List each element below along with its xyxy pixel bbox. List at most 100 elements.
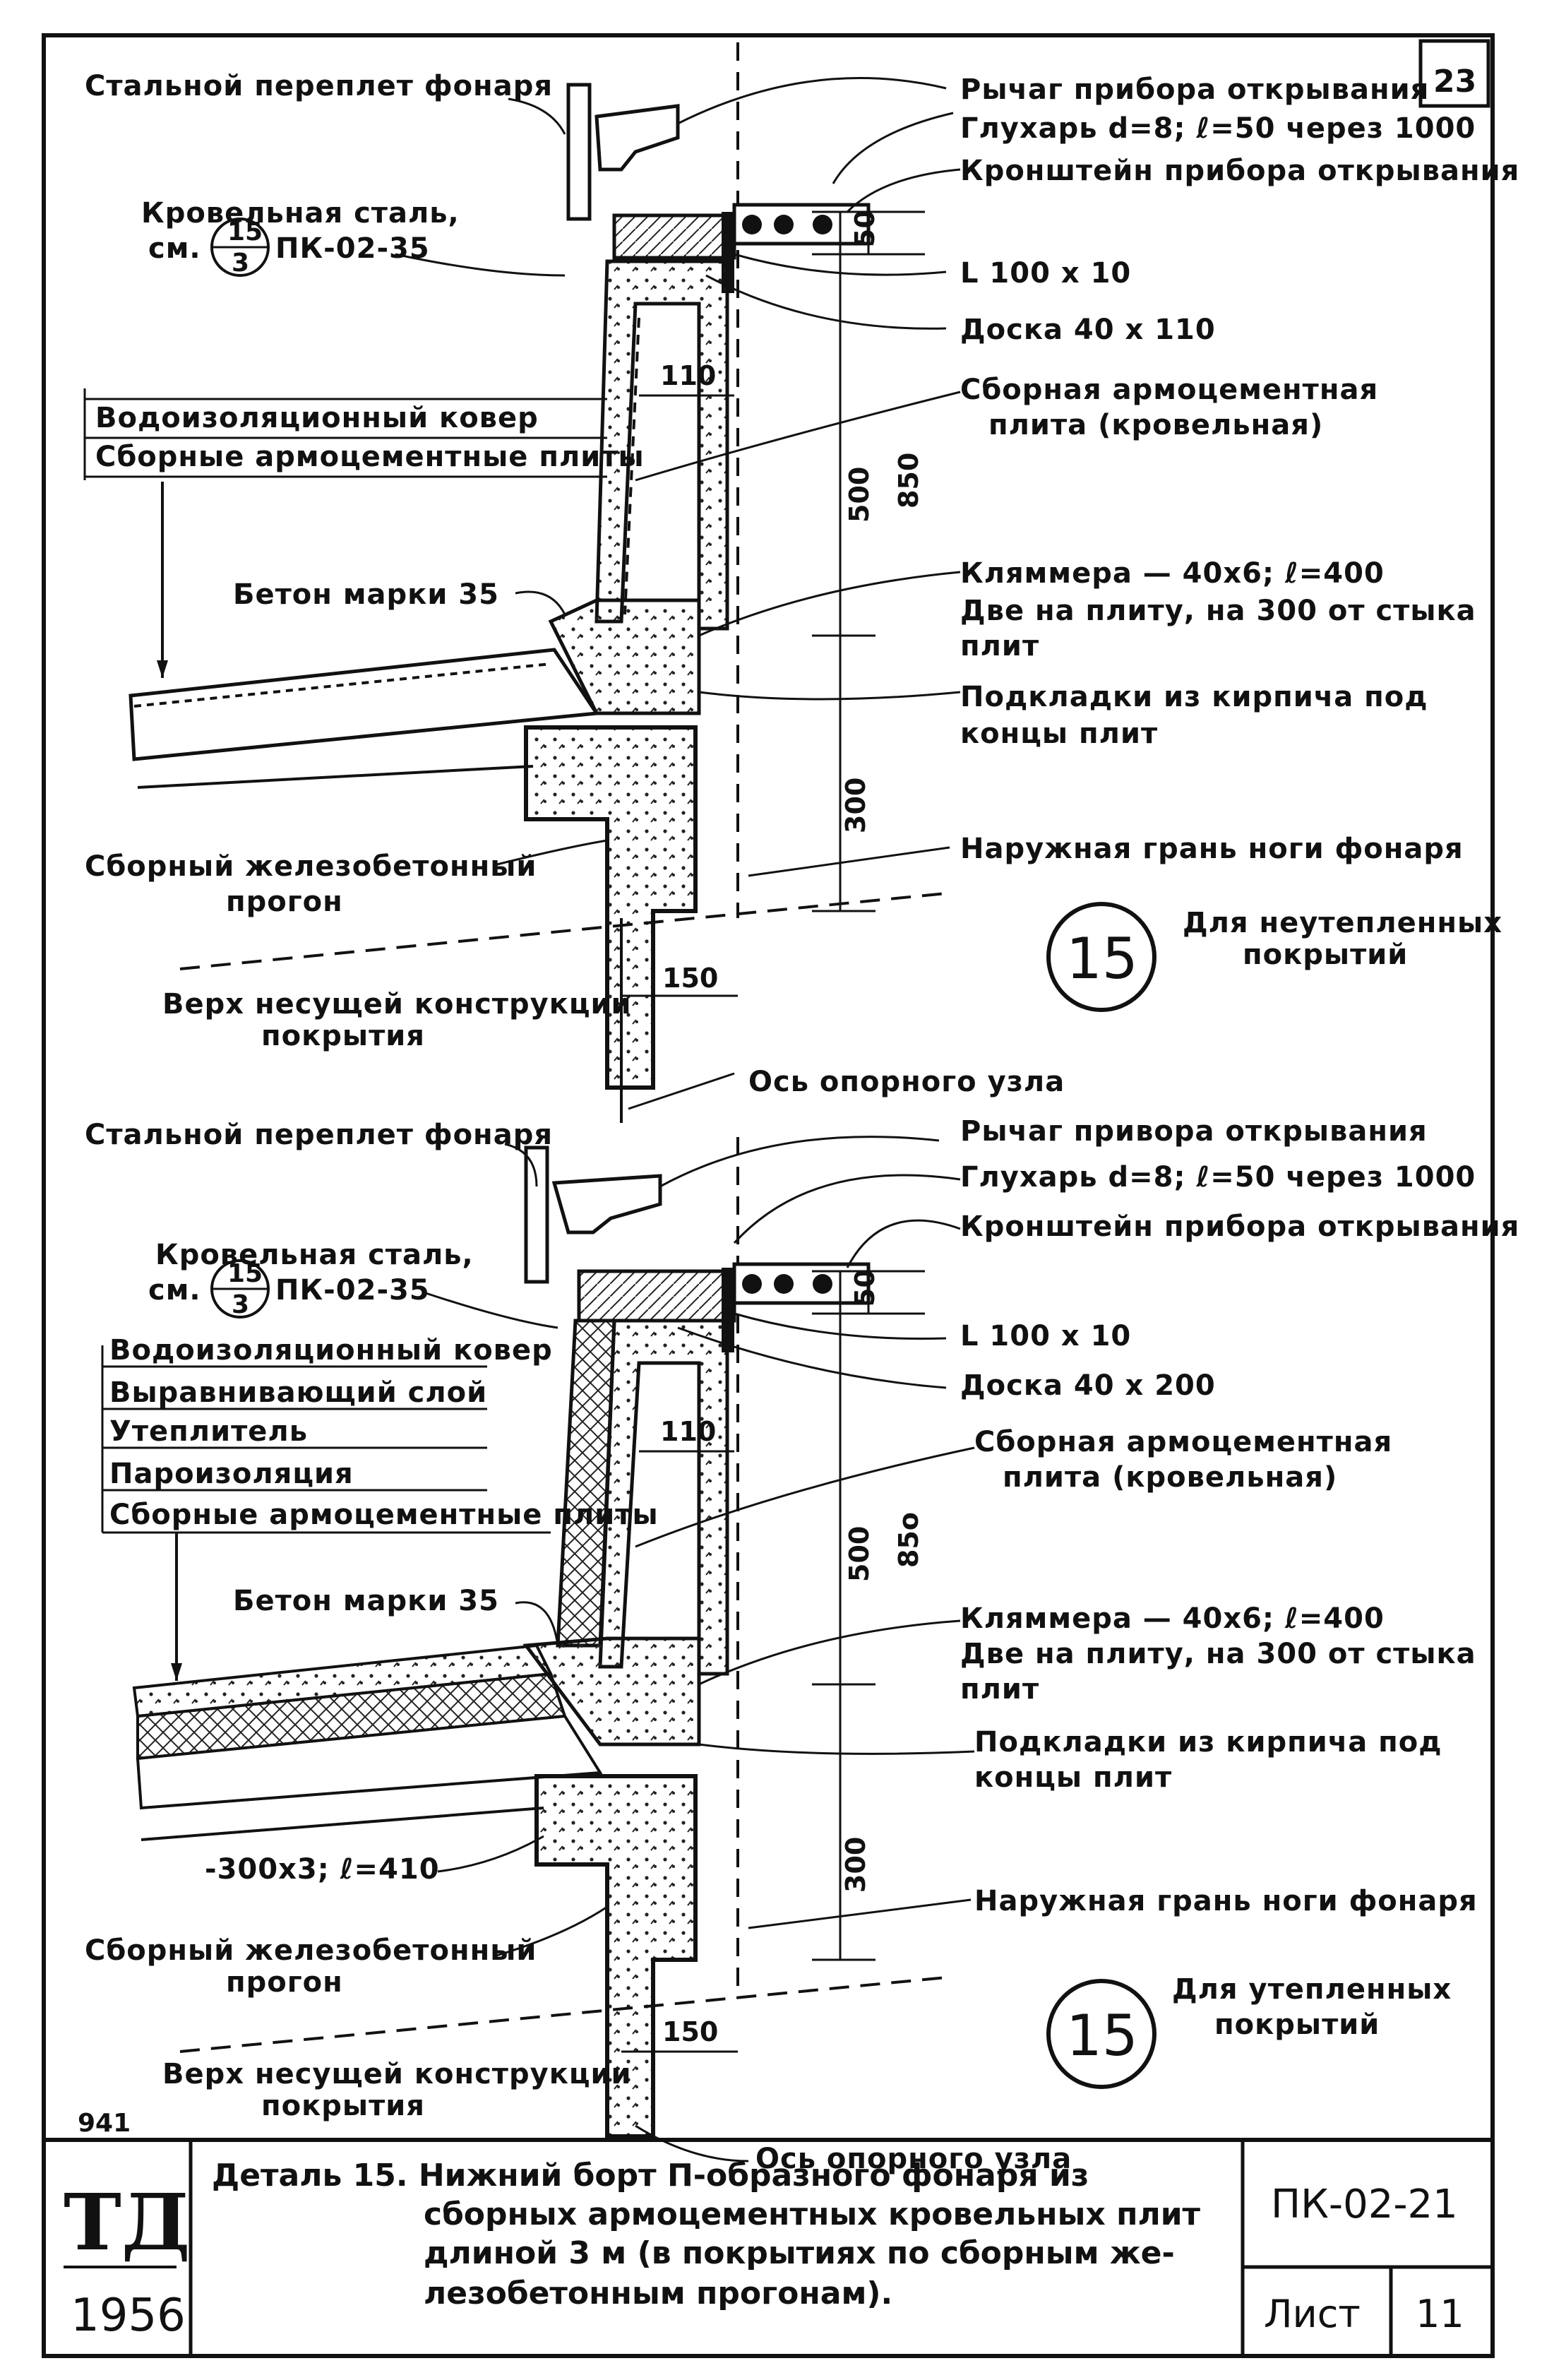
- label-clamp-2: Две на плиту, на 300 от стыка: [960, 595, 1476, 627]
- bolt: [774, 215, 794, 234]
- label-slab-2: плита (кровельная): [988, 409, 1323, 441]
- detail-marker-circle: [1046, 902, 1156, 1012]
- detail-marker-number: 15: [1066, 926, 1138, 992]
- label-axis: Ось опорного узла: [748, 1066, 1065, 1098]
- label-top-structure-2: покрытия: [261, 2090, 425, 2122]
- label-slab-1: Сборная армоцементная: [974, 1426, 1392, 1458]
- leader-roof-steel: [423, 1291, 558, 1329]
- dim-300: 300: [840, 778, 871, 833]
- leader-lever: [659, 1136, 940, 1188]
- label-clamp-3: плит: [960, 630, 1039, 662]
- label-see: см.: [148, 232, 201, 265]
- label-steel-frame: Стальной переплет фонаря: [85, 70, 553, 102]
- leader-bracket: [846, 1219, 961, 1268]
- label-lever: Рычаг привора открывания: [960, 1115, 1428, 1148]
- series-code: ПК-02-21: [1271, 2182, 1458, 2227]
- layer-3: Утеплитель: [109, 1415, 308, 1448]
- label-pads-2: концы плит: [960, 718, 1158, 750]
- label-pads-2: концы плит: [974, 1761, 1172, 1794]
- ref-number: 15: [227, 218, 263, 246]
- roof-slab: [136, 1714, 603, 1810]
- layer-2: Сборные армоцементные плиты: [95, 441, 645, 473]
- title-block: ТД 1956 Деталь 15. Нижний борт П-образно…: [44, 2138, 1493, 2356]
- label-see: см.: [148, 1274, 201, 1307]
- dim-110: 110: [660, 360, 716, 391]
- ref-code: ПК-02-35: [275, 1274, 430, 1307]
- label-angle: L 100 x 10: [960, 257, 1131, 290]
- ref-code: ПК-02-35: [275, 232, 430, 265]
- steel-frame-profile: [524, 1146, 549, 1284]
- label-clamp-1: Кляммера — 40x6; ℓ=400: [960, 557, 1385, 590]
- bolt: [813, 1274, 832, 1294]
- leader-steel-frame: [504, 1143, 538, 1187]
- leader-purlin: [494, 1905, 608, 1958]
- year: 1956: [71, 2290, 186, 2342]
- org-mark: ТД: [64, 2177, 191, 2268]
- dim-150: 150: [662, 2016, 718, 2047]
- label-outer-face: Наружная грань ноги фонаря: [974, 1885, 1478, 1917]
- ref-number: 15: [227, 1259, 263, 1288]
- concrete-fill: [522, 1636, 701, 1747]
- label-bracket: Кронштейн прибора открывания: [960, 155, 1519, 187]
- leader-axis: [628, 1072, 735, 1110]
- waterproof-carpet: [133, 662, 551, 708]
- label-lever: Рычаг прибора открывания: [960, 73, 1429, 106]
- leader-pads: [698, 1743, 975, 1755]
- leader-clamp: [698, 1619, 961, 1686]
- steel-frame-profile: [566, 83, 592, 221]
- ref-sheet: 3: [232, 1290, 249, 1319]
- roof-slab: [128, 648, 600, 761]
- label-purpose-1: Для неутепленных: [1183, 907, 1502, 939]
- sheet-frame: [42, 33, 1495, 2358]
- dim-850: 85o: [893, 1512, 924, 1568]
- leader-angle: [734, 1312, 947, 1340]
- leader-roof-steel: [395, 253, 566, 277]
- sheet-number: 23: [1433, 64, 1476, 100]
- leader-lever: [677, 77, 947, 125]
- layer-2: Выравнивающий слой: [109, 1376, 487, 1409]
- bolt: [742, 215, 762, 234]
- label-purlin-2: прогон: [226, 1966, 343, 1999]
- leader-dowel: [832, 112, 954, 184]
- label-pads-1: Подкладки из кирпича под: [960, 681, 1428, 713]
- vertical-slab: [594, 259, 729, 631]
- sheet-number-box: [1418, 39, 1490, 108]
- dim-150: 150: [662, 963, 718, 994]
- dim-500: 500: [844, 1526, 875, 1582]
- label-dowel: Глухарь d=8; ℓ=50 через 1000: [960, 1161, 1476, 1194]
- leader-purlin: [494, 839, 608, 867]
- label-purpose-2: покрытий: [1243, 939, 1408, 971]
- leader-concrete: [515, 590, 566, 615]
- bolt: [774, 1274, 794, 1294]
- leader-pads: [698, 691, 961, 701]
- label-axis: Ось опорного узла: [755, 2143, 1072, 2175]
- leader-slab: [635, 391, 961, 482]
- lever-mechanism: [594, 104, 680, 172]
- leader-slab: [635, 1446, 975, 1548]
- slab-underside: [137, 765, 534, 789]
- slab-underside: [141, 1807, 544, 1841]
- label-pads-1: Подкладки из кирпича под: [974, 1726, 1442, 1759]
- purlin: [524, 725, 698, 1090]
- label-purpose-1: Для утепленных: [1172, 1973, 1452, 2006]
- label-top-structure-1: Верх несущей конструкции: [162, 2058, 632, 2090]
- dim-50: 50: [849, 1269, 880, 1307]
- leader-outer-face: [748, 1898, 972, 1929]
- top-of-structure-line: [179, 1976, 947, 2053]
- layer-4: Пароизоляция: [109, 1458, 354, 1490]
- leader-clamp: [698, 571, 961, 637]
- leader-dowel: [733, 1174, 961, 1244]
- label-purlin-2: прогон: [226, 886, 343, 918]
- layer-1: Водоизоляционный ковер: [109, 1334, 553, 1367]
- label-purlin-1: Сборный железобетонный: [85, 1934, 537, 1967]
- leader-concrete: [515, 1601, 559, 1646]
- label-roof-steel: Кровельная сталь,: [155, 1239, 474, 1271]
- dim-110: 110: [660, 1416, 716, 1447]
- leader-angle: [734, 253, 947, 276]
- label-top-structure-1: Верх несущей конструкции: [162, 988, 632, 1021]
- label-board: Доска 40 x 200: [960, 1369, 1216, 1402]
- dim-850: 850: [893, 453, 924, 508]
- arrowhead: [171, 1663, 182, 1681]
